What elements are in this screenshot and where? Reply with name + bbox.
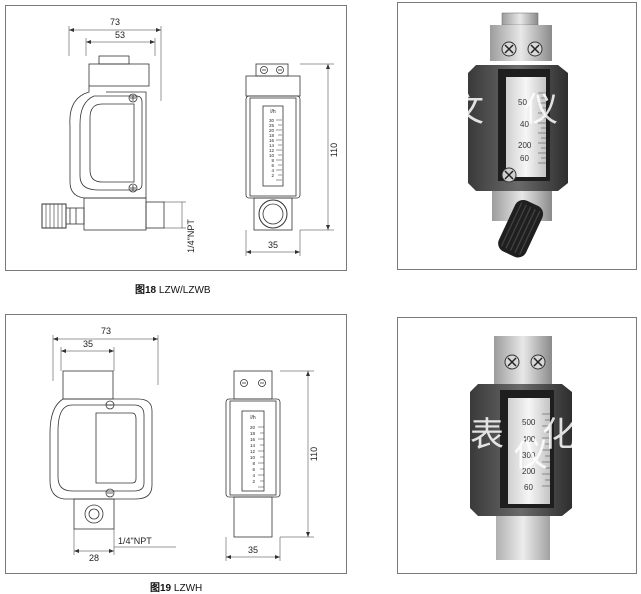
fig19-scale-tick-label: 14	[250, 443, 256, 448]
fig19-scale-tick-label: 2	[252, 479, 255, 484]
fig19-scale-tick-label: 12	[250, 449, 256, 454]
fig18-scale-unit: l/h	[270, 109, 276, 115]
fig18-scale-tick-label: 8	[271, 158, 274, 163]
fig19-scale-tick-label: 10	[250, 455, 256, 460]
fig18-scale-tick-label: 12	[269, 148, 275, 153]
photo1-scale-mark-4: 60	[520, 154, 529, 163]
fig19-scale-tick-label: 8	[252, 461, 255, 466]
fig18-dim-73: 73	[110, 17, 120, 27]
figure19-caption-model: LZWH	[173, 583, 203, 594]
photo1-watermark-char-1: 文	[450, 90, 484, 130]
fig19-dim-73: 73	[101, 326, 111, 336]
photo2-scale-mark-2: 400	[522, 435, 536, 444]
photo2-watermark-char-1: 表	[470, 415, 504, 455]
fig19-scale-tick-label: 20	[250, 425, 256, 430]
fig19-dim-35: 35	[248, 545, 258, 555]
photo2-panel: 500 400 300 200 60 表 仪 化	[397, 317, 637, 574]
photo2-scale-mark-1: 500	[522, 418, 536, 427]
figure19-caption: 图19 LZWH	[150, 579, 202, 594]
figure19-caption-label: 图19	[150, 583, 172, 594]
fig19-scale-tick-label: 4	[252, 473, 255, 478]
photo1-scale-mark-1: 50	[518, 98, 527, 107]
fig19-scale-tick-label: 18	[250, 431, 256, 436]
fig19-dim-28: 28	[89, 553, 99, 563]
fig19-thread-label: 1/4"NPT	[118, 536, 152, 546]
fig18-scale-tick-label: 4	[271, 168, 274, 173]
fig18-scale-tick-label: 20	[269, 128, 275, 133]
fig18-scale-tick-label: 6	[271, 163, 274, 168]
figure18-caption: 图18 LZW/LZWB	[135, 281, 211, 296]
photo1-panel: 50 40 200 60 文 仪	[397, 2, 637, 270]
fig19-scale-unit: l/h	[250, 415, 256, 421]
photo1-scale-mark-3: 200	[518, 141, 532, 150]
fig18-scale-tick-label: 30	[269, 118, 275, 123]
figure18-drawing: 73 53 110 35 1/4"NPT l/h 302520181614121…	[41, 17, 339, 256]
fig18-scale-tick-label: 18	[269, 133, 275, 138]
photo1-watermark-char-2: 仪	[524, 90, 558, 130]
photo2-image: 500 400 300 200 60 表 仪 化	[470, 336, 576, 560]
figure18-caption-label: 图18	[135, 285, 157, 296]
fig18-scale-tick-label: 14	[269, 143, 275, 148]
fig18-scale-tick-label: 25	[269, 123, 275, 128]
fig18-dim-110: 110	[329, 143, 339, 157]
photo1-scale-mark-2: 40	[520, 120, 529, 129]
photo2-scale-mark-4: 200	[522, 467, 536, 476]
fig19-dim-110: 110	[309, 447, 319, 461]
photo2-watermark-char-2: 仪	[514, 435, 548, 475]
fig18-dim-53: 53	[115, 30, 125, 40]
fig19-scale-tick-label: 6	[252, 467, 255, 472]
fig18-scale-tick-label: 10	[269, 153, 275, 158]
photo2-watermark-char-3: 化	[542, 415, 576, 455]
fig19-scale-tick-label: 16	[250, 437, 256, 442]
fig18-scale-tick-label: 2	[271, 173, 274, 178]
photo2-scale-mark-3: 300	[522, 451, 536, 460]
figure18-caption-model: LZW/LZWB	[158, 285, 211, 296]
fig18-thread-label: 1/4"NPT	[186, 219, 196, 253]
figure19-drawing: 73 35 110 35 28 1/4"NPT l/h 201816141210…	[49, 326, 319, 563]
photo2-scale-mark-5: 60	[524, 483, 533, 492]
fig19-dim-35-top: 35	[83, 339, 93, 349]
fig18-scale-tick-label: 16	[269, 138, 275, 143]
fig18-dim-35: 35	[268, 240, 278, 250]
photo1-image: 50 40 200 60 文 仪	[450, 12, 568, 258]
